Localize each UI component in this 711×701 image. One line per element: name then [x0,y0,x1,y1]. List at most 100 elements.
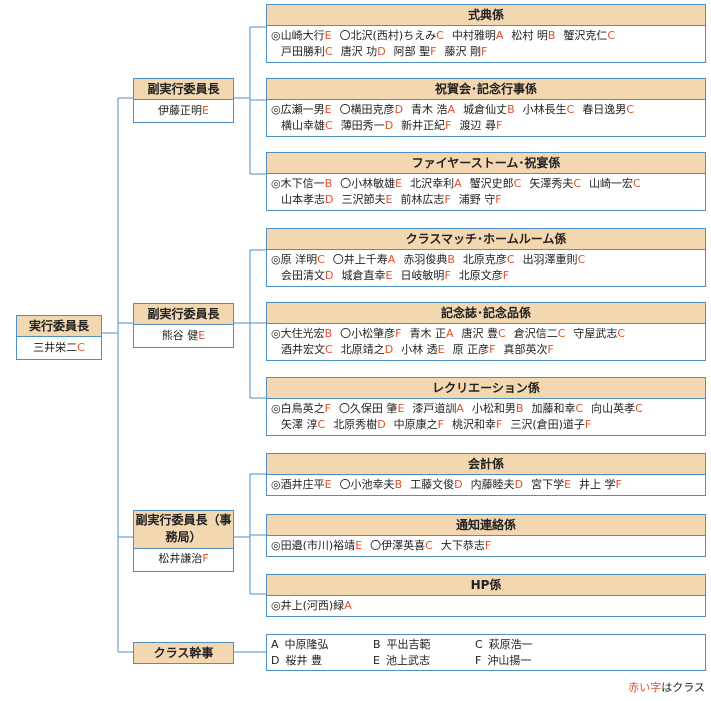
member: 小林 透E [401,342,444,358]
member-class: B [507,103,515,116]
chair-name: 三井栄二C [17,337,101,359]
member: 井上 学F [579,477,622,493]
member: 青木 正A [409,326,453,342]
member: 中原康之F [394,417,444,433]
member-name: 加藤和幸 [531,402,576,415]
class-leader-name: 沖山揚一 [487,654,532,667]
member: 北原克彦C [463,252,515,268]
class-leader-class: E [373,654,380,667]
member-name: ◎原 洋明 [271,253,318,266]
member: 唐沢 功D [341,44,386,60]
member-class: F [395,327,402,340]
member: 出羽澤重則C [523,252,586,268]
member-name: 薄田秀一 [340,119,385,132]
member-class: C [557,327,566,340]
member-name: 原 正彦 [452,343,490,356]
member-class: C [566,103,575,116]
member-name: 〇小池幸夫 [339,478,395,491]
member-class: D [325,193,334,206]
member: 〇伊澤英喜C [370,538,433,554]
member: 北沢幸利A [410,176,462,192]
member: 中村雅明A [452,28,504,44]
member: 〇井上千寿A [333,252,396,268]
vice-name: 伊藤正明E [134,100,233,122]
committee-title: 通知連絡係 [267,515,705,536]
member-name: 唐沢 功 [340,45,378,58]
member-class: F [481,45,488,58]
member-name: ◎木下信一 [271,177,325,190]
vice-title: 副実行委員長（事務局） [134,511,233,549]
committee-title: レクリエーション係 [267,378,705,399]
committee-title: HP係 [267,575,705,596]
member-class: C [577,253,586,266]
member-class: E [437,343,445,356]
member-name: 三沢節夫 [341,193,386,206]
member: 真部英次F [503,342,553,358]
chair-title: 実行委員長 [17,316,101,337]
class-leader-name: 池上武志 [385,654,430,667]
member: ◎山崎大行E [271,28,332,44]
member: ◎酒井庄平E [271,477,332,493]
member-class: B [515,402,524,415]
member-name: 大下恭志 [440,539,485,552]
member: 北原靖之D [341,342,393,358]
vice-name-text: 熊谷 健 [161,329,199,342]
member: 三沢(倉田)道子F [510,417,591,433]
member: 渡辺 尋F [460,118,503,134]
member-name: 浦野 守 [458,193,496,206]
member: 倉沢信二C [514,326,566,342]
member-name: 〇北沢(西村)ちえみ [339,29,437,42]
member: 城倉直幸E [341,268,392,284]
vice-class: F [202,552,209,565]
member: 藤沢 剛F [445,44,488,60]
class-leader-class: D [271,654,280,667]
member-name: 城倉仙丈 [463,103,508,116]
member-name: 内藤睦夫 [470,478,515,491]
member: ◎井上(河西)緑A [271,598,352,614]
member-class: A [447,103,456,116]
member-class: E [324,29,332,42]
member: 城倉仙丈B [463,102,515,118]
member-name: ◎広瀬一男 [271,103,325,116]
member-class: D [377,45,386,58]
member-class: F [495,193,502,206]
member-name: 蟹沢史郎 [469,177,514,190]
member: ◎木下信一B [271,176,332,192]
member: 〇久保田 肇E [339,401,404,417]
member: 加藤和幸C [531,401,583,417]
vice-title: 副実行委員長 [134,79,233,100]
member-class: F [547,343,554,356]
member-name: 横山幸雄 [281,119,325,132]
member-class: B [547,29,556,42]
member: 三沢節夫E [341,192,392,208]
member-class: C [513,177,522,190]
class-leader-class: A [271,638,279,651]
member-name: 北原靖之 [340,343,385,356]
member: 桃沢和幸F [452,417,502,433]
member-name: 〇小林敏雄 [340,177,396,190]
member-class: D [514,478,524,491]
committee-title: クラスマッチ･ホームルーム係 [267,229,705,250]
vice-name: 松井謙治F [134,549,233,569]
member: 山本孝志D [281,192,333,208]
member-name: 阿部 聖 [393,45,431,58]
member-class: F [615,478,622,491]
member: 工藤文俊D [410,477,462,493]
class-leaders-title: クラス幹事 [134,643,233,663]
